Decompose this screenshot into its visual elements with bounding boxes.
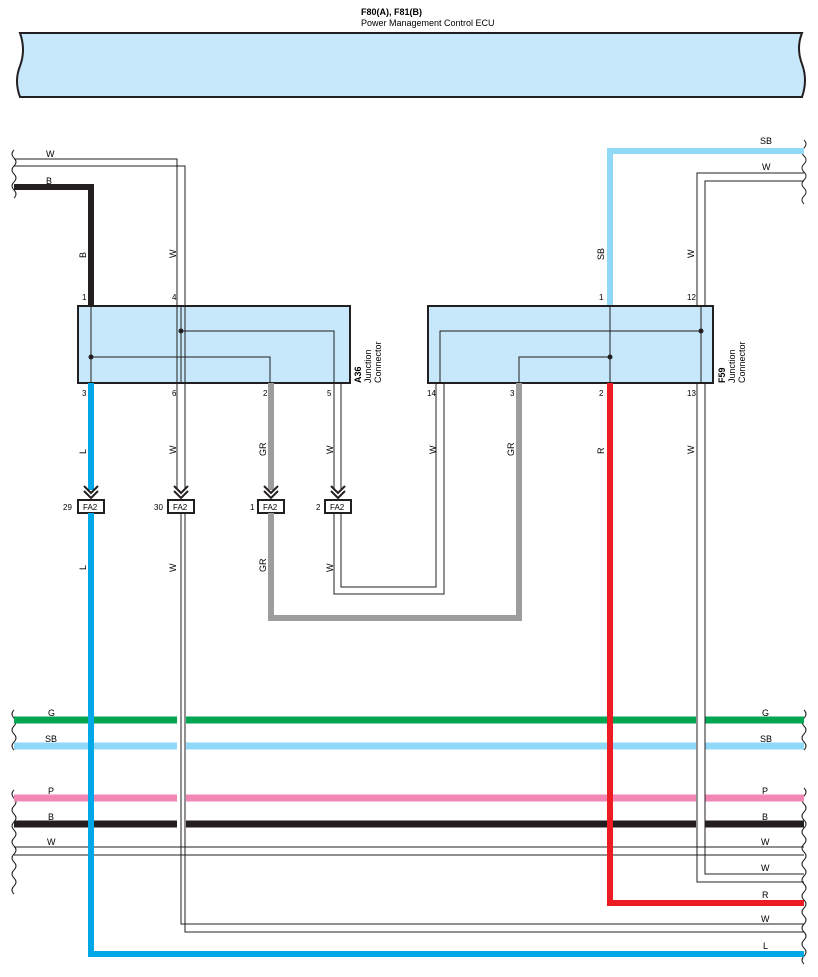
junction-f59 — [427, 305, 714, 384]
bus-left-w: W — [47, 837, 56, 847]
f59-code: F59 — [717, 367, 727, 383]
a36-code: A36 — [353, 366, 363, 383]
right-break-marks — [801, 139, 807, 965]
fa2-code-29: FA2 — [83, 503, 98, 512]
bus-right-sb: SB — [760, 734, 772, 744]
ecu-name: Power Management Control ECU — [361, 18, 495, 28]
label-a36-out-w: W — [168, 445, 178, 454]
wire-gr-loop — [268, 383, 522, 621]
junction-a36 — [77, 305, 351, 384]
label-a36-in-w: W — [168, 249, 178, 258]
wire-b-a36-pin1 — [14, 184, 94, 306]
fa2-code-30: FA2 — [173, 503, 188, 512]
f59-pin-13: 13 — [687, 389, 696, 398]
f59-pin-12: 12 — [687, 293, 696, 302]
fa2-code-1: FA2 — [263, 503, 278, 512]
fa2-code-2: FA2 — [330, 503, 345, 512]
label-a36-out-gr: GR — [258, 442, 268, 456]
bus-left-sb: SB — [45, 734, 57, 744]
wire-sb-f59-pin1 — [607, 148, 804, 306]
wire-w-a36-pin6 — [176, 383, 186, 490]
wire-w-f59-pin13 — [696, 383, 804, 883]
bus-right-b: B — [762, 812, 768, 822]
bus-right-w2: W — [761, 863, 770, 873]
connector-arrows — [83, 485, 346, 500]
wire-w-fa2-30 — [180, 513, 804, 933]
label-f59-in-w: W — [686, 249, 696, 258]
a36-pin-2: 2 — [263, 389, 268, 398]
label-f59-out-w: W — [428, 445, 438, 454]
left-break-marks — [11, 149, 17, 895]
a36-pin-4: 4 — [172, 293, 177, 302]
f59-pin-1: 1 — [599, 293, 604, 302]
ecu-code: F80(A), F81(B) — [361, 7, 422, 17]
label-left-b: B — [46, 176, 52, 186]
bus-right-w1: W — [761, 837, 770, 847]
a36-pin-6: 6 — [172, 389, 177, 398]
bus-wires — [14, 714, 804, 856]
label-fa2-out-w: W — [168, 563, 178, 572]
bus-left-p: P — [48, 786, 54, 796]
label-right-w: W — [762, 162, 771, 172]
bus-right-l: L — [763, 941, 768, 951]
fa2-pin-30: 30 — [154, 503, 163, 512]
a36-pin-1: 1 — [82, 293, 87, 302]
label-fa2-out-l: L — [78, 565, 88, 570]
a36-name-1: Junction — [363, 349, 373, 383]
a36-name-2: Connector — [373, 341, 383, 383]
label-f59-in-sb: SB — [596, 248, 606, 260]
bus-right-r: R — [762, 890, 769, 900]
bus-right-p: P — [762, 786, 768, 796]
connector-fa2-2 — [324, 499, 352, 514]
label-right-sb: SB — [760, 136, 772, 146]
bus-right-g: G — [762, 708, 769, 718]
a36-pin-3: 3 — [82, 389, 87, 398]
a36-pin-5: 5 — [327, 389, 332, 398]
fa2-pin-2: 2 — [316, 503, 321, 512]
wire-w-a36-pin5 — [333, 383, 342, 490]
f59-pin-14: 14 — [427, 389, 436, 398]
label-f59-out-r: R — [596, 447, 606, 454]
f59-pin-3: 3 — [510, 389, 515, 398]
ecu-bar — [16, 32, 806, 98]
label-fa2-out-gr: GR — [258, 558, 268, 572]
label-a36-out-l: L — [78, 449, 88, 454]
wire-r-f59-pin2 — [607, 383, 804, 906]
label-left-w: W — [46, 149, 55, 159]
f59-name-1: Junction — [727, 349, 737, 383]
fa2-pin-1: 1 — [250, 503, 255, 512]
label-f59-out-w2: W — [686, 445, 696, 454]
bus-left-b: B — [48, 812, 54, 822]
wire-w-f59-pin12 — [696, 172, 804, 306]
label-a36-in-b: B — [78, 252, 88, 258]
wire-w-loop — [333, 383, 445, 595]
label-f59-out-gr: GR — [506, 442, 516, 456]
label-fa2-out-w2: W — [325, 563, 335, 572]
bus-left-g: G — [48, 708, 55, 718]
label-a36-out-w2: W — [325, 445, 335, 454]
f59-pin-2: 2 — [599, 389, 604, 398]
bus-right-w3: W — [761, 914, 770, 924]
wire-w-a36-pin4 — [14, 158, 186, 306]
wire-l-fa2-29 — [88, 513, 804, 957]
f59-name-2: Connector — [737, 341, 747, 383]
fa2-pin-29: 29 — [63, 503, 72, 512]
